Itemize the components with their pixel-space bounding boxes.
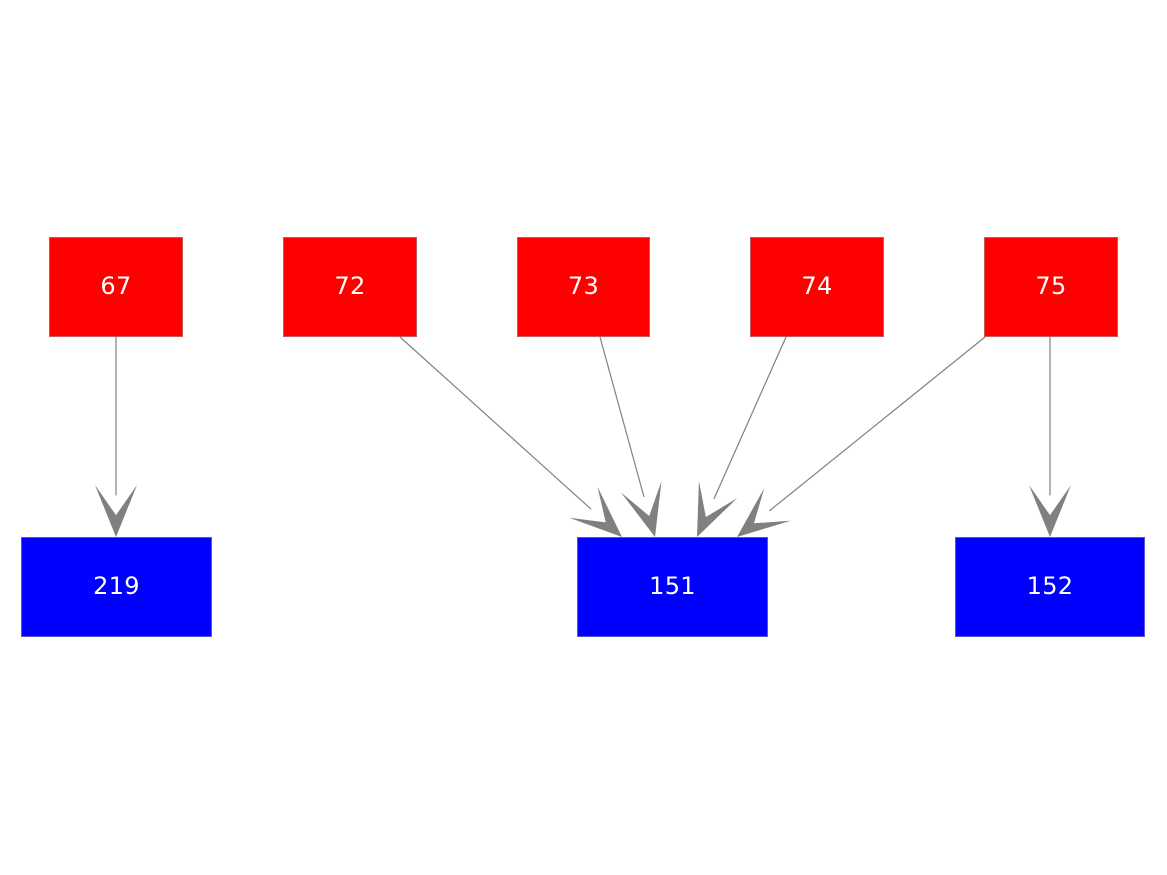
arrowhead-icon: [620, 481, 662, 537]
node-label: 152: [1026, 572, 1074, 600]
edge-67-to-219: [95, 337, 137, 537]
edge-line: [399, 336, 592, 510]
edge-73-to-151: [599, 336, 662, 537]
node-219[interactable]: 219: [21, 537, 212, 637]
node-72[interactable]: 72: [283, 237, 417, 337]
edge-75-to-152: [1029, 337, 1071, 537]
node-74[interactable]: 74: [750, 237, 884, 337]
node-label: 74: [801, 272, 833, 300]
edge-line: [713, 336, 787, 500]
node-label: 67: [100, 272, 132, 300]
edge-line: [769, 336, 986, 512]
arrowhead-icon: [569, 486, 622, 537]
edge-75-to-151: [737, 336, 986, 537]
edge-line: [599, 336, 645, 498]
node-label: 75: [1035, 272, 1067, 300]
node-75[interactable]: 75: [984, 237, 1118, 337]
arrowhead-icon: [737, 488, 791, 537]
node-67[interactable]: 67: [49, 237, 183, 337]
node-label: 219: [93, 572, 140, 600]
node-label: 72: [334, 272, 366, 300]
node-152[interactable]: 152: [955, 537, 1145, 637]
edge-74-to-151: [697, 336, 787, 537]
node-73[interactable]: 73: [517, 237, 650, 337]
arrowhead-icon: [95, 485, 137, 537]
node-label: 151: [649, 572, 696, 600]
node-151[interactable]: 151: [577, 537, 768, 637]
arrowhead-icon: [1029, 485, 1071, 537]
edge-72-to-151: [399, 336, 622, 537]
arrowhead-icon: [697, 480, 738, 537]
node-label: 73: [567, 272, 600, 300]
